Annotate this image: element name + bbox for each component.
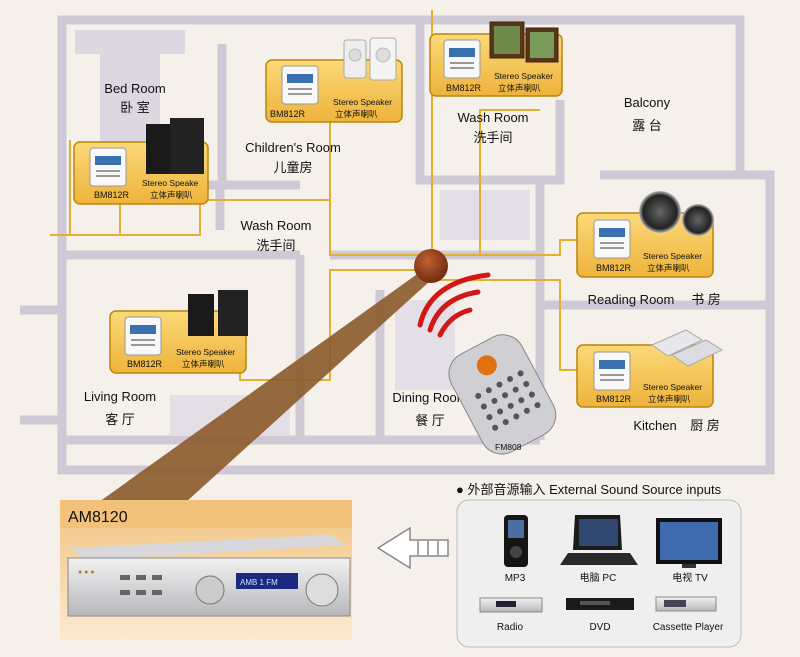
dvd-player-icon <box>566 598 634 610</box>
room-living-en: Living Room <box>84 389 156 404</box>
room-bedroom-en: Bed Room <box>104 81 165 96</box>
signal-beam <box>85 272 440 512</box>
laptop-icon <box>560 515 638 565</box>
room-balcony-en: Balcony <box>624 95 671 110</box>
speaker-label-en: Stereo Speaker <box>643 382 702 392</box>
source-label-pc: 电脑 PC <box>580 571 617 584</box>
room-children-en: Children's Room <box>245 140 341 155</box>
room-washroom-top-en: Wash Room <box>457 110 528 125</box>
mp3-player-icon <box>504 515 528 567</box>
speaker-label-en: Stereo Speake <box>142 178 199 188</box>
amplifier-device-icon: AMB 1 FM ● ● ● <box>67 535 351 617</box>
source-label-tv: 电视 TV <box>672 571 708 584</box>
speaker-label-zh: 立体声喇叭 <box>647 263 690 273</box>
control-panel-washroom: BM812R Stereo Speaker 立体声喇叭 <box>429 21 563 97</box>
panel-model: BM812R <box>596 263 632 273</box>
room-reading-en: Reading Room <box>588 292 675 307</box>
speaker-label-en: Stereo Speaker <box>643 251 702 261</box>
box-speaker-icon <box>343 37 397 81</box>
panel-model: BM812R <box>94 190 130 200</box>
room-washroom-mid-en: Wash Room <box>240 218 311 233</box>
cassette-player-icon <box>655 596 717 612</box>
control-panel-children: BM812R Stereo Speaker 立体声喇叭 <box>265 37 403 123</box>
source-label-dvd: DVD <box>589 622 610 633</box>
panel-model: BM812R <box>127 359 163 369</box>
sources-title: ● 外部音源输入 External Sound Source inputs <box>456 482 722 497</box>
room-bedroom-zh: 卧 室 <box>120 100 150 115</box>
speaker-label-en: Stereo Speaker <box>494 71 553 81</box>
control-panel-living: BM812R Stereo Speaker 立体声喇叭 <box>109 290 248 374</box>
room-reading-zh: 书 房 <box>691 292 721 307</box>
wall-speaker-icon <box>188 290 248 336</box>
panel-model: BM812R <box>446 83 482 93</box>
room-washroom-mid-zh: 洗手间 <box>256 238 295 253</box>
picture-frame-speaker-icon <box>489 21 559 63</box>
amplifier-display-text: AMB 1 FM <box>240 578 278 587</box>
control-panel-bedroom: BM812R Stereo Speake 立体声喇叭 <box>73 118 209 205</box>
room-children-zh: 儿童房 <box>273 160 312 175</box>
radio-icon <box>479 597 543 613</box>
amplifier-model-label: AM8120 <box>68 509 128 526</box>
remote-control: FM808 <box>417 272 557 455</box>
room-washroom-top-zh: 洗手间 <box>473 130 512 145</box>
room-balcony-zh: 露 台 <box>632 118 662 133</box>
room-kitchen-zh: 厨 房 <box>690 418 720 433</box>
remote-model-label: FM808 <box>495 442 522 452</box>
control-panel-kitchen: BM812R Stereo Speaker 立体声喇叭 <box>576 329 724 408</box>
speaker-label-zh: 立体声喇叭 <box>150 190 193 200</box>
source-label-radio: Radio <box>497 622 524 633</box>
amplifier-box: AM8120 AMB 1 FM ● ● ● <box>60 500 352 640</box>
source-label-mp3: MP3 <box>505 573 526 584</box>
room-labels: Bed Room 卧 室 Children's Room 儿童房 Wash Ro… <box>84 81 721 433</box>
room-dining-zh: 餐 厅 <box>415 413 445 428</box>
flat-panel-speaker-icon <box>650 329 724 367</box>
speaker-label-en: Stereo Speaker <box>176 347 235 357</box>
control-panel-reading: BM812R Stereo Speaker 立体声喇叭 <box>576 191 714 278</box>
arrow-left-icon <box>376 526 449 570</box>
speaker-label-zh: 立体声喇叭 <box>648 394 691 404</box>
tv-icon <box>656 518 722 568</box>
central-hub <box>414 249 448 283</box>
speaker-label-zh: 立体声喇叭 <box>182 359 225 369</box>
speaker-label-zh: 立体声喇叭 <box>335 109 378 119</box>
tower-speaker-icon <box>146 118 204 174</box>
external-sources-panel: ● 外部音源输入 External Sound Source inputs MP… <box>456 482 742 648</box>
room-living-zh: 客 厅 <box>105 412 135 427</box>
speaker-label-en: Stereo Speaker <box>333 97 392 107</box>
ir-signal-icon <box>417 272 491 338</box>
room-dining-en: Dining Room <box>392 390 467 405</box>
ceiling-speaker-icon <box>639 191 714 236</box>
speaker-label-zh: 立体声喇叭 <box>498 83 541 93</box>
panel-model: BM812R <box>596 394 632 404</box>
room-kitchen-en: Kitchen <box>633 418 676 433</box>
svg-text:● ● ●: ● ● ● <box>78 569 95 576</box>
source-label-cassette: Cassette Player <box>653 622 724 633</box>
panel-model: BM812R <box>270 109 306 119</box>
